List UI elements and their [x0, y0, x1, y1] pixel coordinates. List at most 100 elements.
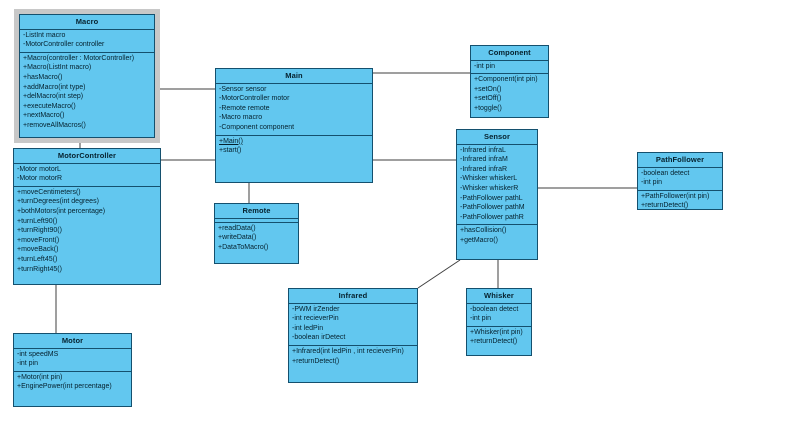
- class-methods-whisker: +Whisker(int pin) +returnDetect(): [467, 327, 531, 349]
- attribute-row: -int pin: [470, 315, 492, 323]
- class-attributes-component: -int pin: [471, 61, 548, 75]
- method-row: +turnRight90(): [17, 227, 62, 235]
- class-title-motor: Motor: [14, 334, 131, 349]
- uml-class-macro[interactable]: Macro-ListInt macro -MotorController cont…: [14, 9, 160, 143]
- class-title-macro: Macro: [20, 15, 154, 30]
- attribute-row: -PathFollower pathR: [460, 213, 524, 221]
- attribute-row: -int pin: [641, 179, 663, 187]
- method-row: +bothMotors(int percentage): [17, 207, 106, 215]
- method-row: +setOn(): [474, 85, 502, 93]
- uml-class-motorcontroller[interactable]: MotorController-Motor motorL-Motor motor…: [13, 148, 161, 285]
- attribute-row: -boolean irDetect: [292, 334, 346, 342]
- class-attributes-pathfollower: -boolean detect -int pin: [638, 168, 722, 191]
- method-row: +removeAllMacros(): [23, 121, 86, 129]
- class-attributes-whisker: -boolean detect -int pin: [467, 304, 531, 327]
- class-methods-infrared: +Infrared(int ledPin , int recieverPin) +…: [289, 346, 417, 368]
- class-methods-component: +Component(int pin)+setOn() +setOff()+tog…: [471, 74, 548, 115]
- class-methods-motorcontroller: +moveCentimeters() +turnDegrees(int degre…: [14, 187, 160, 276]
- method-row: +Component(int pin): [474, 76, 538, 84]
- class-methods-macro: +Macro(controller : MotorController) +Mac…: [20, 53, 154, 133]
- method-row: +getMacro(): [460, 236, 498, 244]
- uml-class-remote[interactable]: Remote +readData() +writeData()+DataToMacr…: [214, 203, 299, 264]
- method-row: +toggle(): [474, 104, 502, 112]
- class-title-component: Component: [471, 46, 548, 61]
- class-title-sensor: Sensor: [457, 130, 537, 145]
- class-title-main: Main: [216, 69, 372, 84]
- class-methods-motor: +Motor(int pin) +EnginePower(int percenta…: [14, 372, 131, 394]
- attribute-row: -Macro macro: [219, 114, 263, 122]
- class-attributes-sensor: -Infrared infraL -Infrared infraM-Infrare…: [457, 145, 537, 226]
- attribute-row: -MotorController motor: [219, 95, 290, 103]
- method-row: +moveFront(): [17, 236, 60, 244]
- attribute-row: -MotorController controller: [23, 41, 105, 49]
- uml-class-pathfollower[interactable]: PathFollower-boolean detect -int pin +Path…: [637, 152, 723, 210]
- method-row: +hasMacro(): [23, 73, 63, 81]
- uml-class-motor[interactable]: Motor-int speedMS-int pin+Motor(int pin)…: [13, 333, 132, 407]
- attribute-row: -ListInt macro: [23, 31, 66, 39]
- class-methods-main: +Main() +start(): [216, 136, 372, 158]
- class-attributes-remote: [215, 219, 298, 223]
- method-row: +turnDegrees(int degrees): [17, 198, 99, 206]
- attribute-row: -Component component: [219, 123, 295, 131]
- attribute-row: -PathFollower pathM: [460, 204, 525, 212]
- method-row: +Motor(int pin): [17, 373, 63, 381]
- attribute-row: -Infrared infraR: [460, 165, 508, 173]
- method-row: +Macro(controller : MotorController): [23, 54, 135, 62]
- method-row: +turnRight45(): [17, 265, 62, 273]
- method-row: +start(): [219, 147, 242, 155]
- attribute-row: -Sensor sensor: [219, 85, 267, 93]
- method-row: +turnLeft90(): [17, 217, 58, 225]
- attribute-row: -boolean detect: [470, 305, 519, 313]
- attribute-row: -Motor motorR: [17, 175, 63, 183]
- method-row: +executeMacro(): [23, 102, 76, 110]
- class-attributes-infrared: -PWM irZender-int recieverPin-int ledPin…: [289, 304, 417, 346]
- class-methods-remote: +readData() +writeData()+DataToMacro(): [215, 223, 298, 255]
- class-title-pathfollower: PathFollower: [638, 153, 722, 168]
- method-row: +Whisker(int pin): [470, 328, 523, 336]
- class-attributes-macro: -ListInt macro -MotorController controlle…: [20, 30, 154, 53]
- connector-sensor-infrared[interactable]: [417, 259, 461, 289]
- method-row: +readData(): [218, 224, 256, 232]
- method-row: +PathFollower(int pin): [641, 192, 710, 200]
- method-row: +Infrared(int ledPin , int recieverPin): [292, 347, 404, 355]
- method-row: +delMacro(int step): [23, 93, 84, 101]
- method-row: +Main(): [219, 137, 243, 145]
- class-attributes-main: -Sensor sensor -MotorController motor-Rem…: [216, 84, 372, 136]
- uml-class-sensor[interactable]: Sensor-Infrared infraL -Infrared infraM-I…: [456, 129, 538, 260]
- method-row: +returnDetect(): [641, 202, 689, 210]
- method-row: +DataToMacro(): [218, 243, 269, 251]
- method-row: +addMacro(int type): [23, 83, 86, 91]
- attribute-row: -Infrared infraM: [460, 156, 508, 164]
- method-row: +hasCollision(): [460, 227, 507, 235]
- class-methods-pathfollower: +PathFollower(int pin) +returnDetect(): [638, 191, 722, 213]
- method-row: +writeData(): [218, 234, 257, 242]
- class-attributes-motor: -int speedMS-int pin: [14, 349, 131, 372]
- attribute-row: -Infrared infraL: [460, 146, 506, 154]
- class-methods-sensor: +hasCollision()+getMacro(): [457, 225, 537, 247]
- method-row: +returnDetect(): [470, 338, 518, 346]
- method-row: +setOff(): [474, 95, 502, 103]
- method-row: +returnDetect(): [292, 357, 340, 365]
- attribute-row: -PathFollower pathL: [460, 194, 523, 202]
- attribute-row: -Remote remote: [219, 104, 270, 112]
- method-row: +EnginePower(int percentage): [17, 383, 112, 391]
- attribute-row: -int ledPin: [292, 324, 324, 332]
- class-title-whisker: Whisker: [467, 289, 531, 304]
- attribute-row: -int pin: [17, 360, 39, 368]
- uml-class-whisker[interactable]: Whisker-boolean detect -int pin +Whisker(i…: [466, 288, 532, 356]
- class-attributes-motorcontroller: -Motor motorL-Motor motorR: [14, 164, 160, 187]
- method-row: +moveBack(): [17, 246, 59, 254]
- attribute-row: -int recieverPin: [292, 315, 339, 323]
- class-title-motorcontroller: MotorController: [14, 149, 160, 164]
- method-row: +nextMacro(): [23, 112, 65, 120]
- uml-class-main[interactable]: Main-Sensor sensor -MotorController motor…: [215, 68, 373, 183]
- attribute-row: -boolean detect: [641, 169, 690, 177]
- method-row: +Macro(ListInt macro): [23, 64, 92, 72]
- class-title-remote: Remote: [215, 204, 298, 219]
- uml-class-component[interactable]: Component-int pin+Component(int pin)+set…: [470, 45, 549, 118]
- method-row: +moveCentimeters(): [17, 188, 81, 196]
- attribute-row: -Whisker whiskerL: [460, 175, 518, 183]
- uml-class-infrared[interactable]: Infrared-PWM irZender-int recieverPin-in…: [288, 288, 418, 383]
- attribute-row: -Whisker whiskerR: [460, 184, 519, 192]
